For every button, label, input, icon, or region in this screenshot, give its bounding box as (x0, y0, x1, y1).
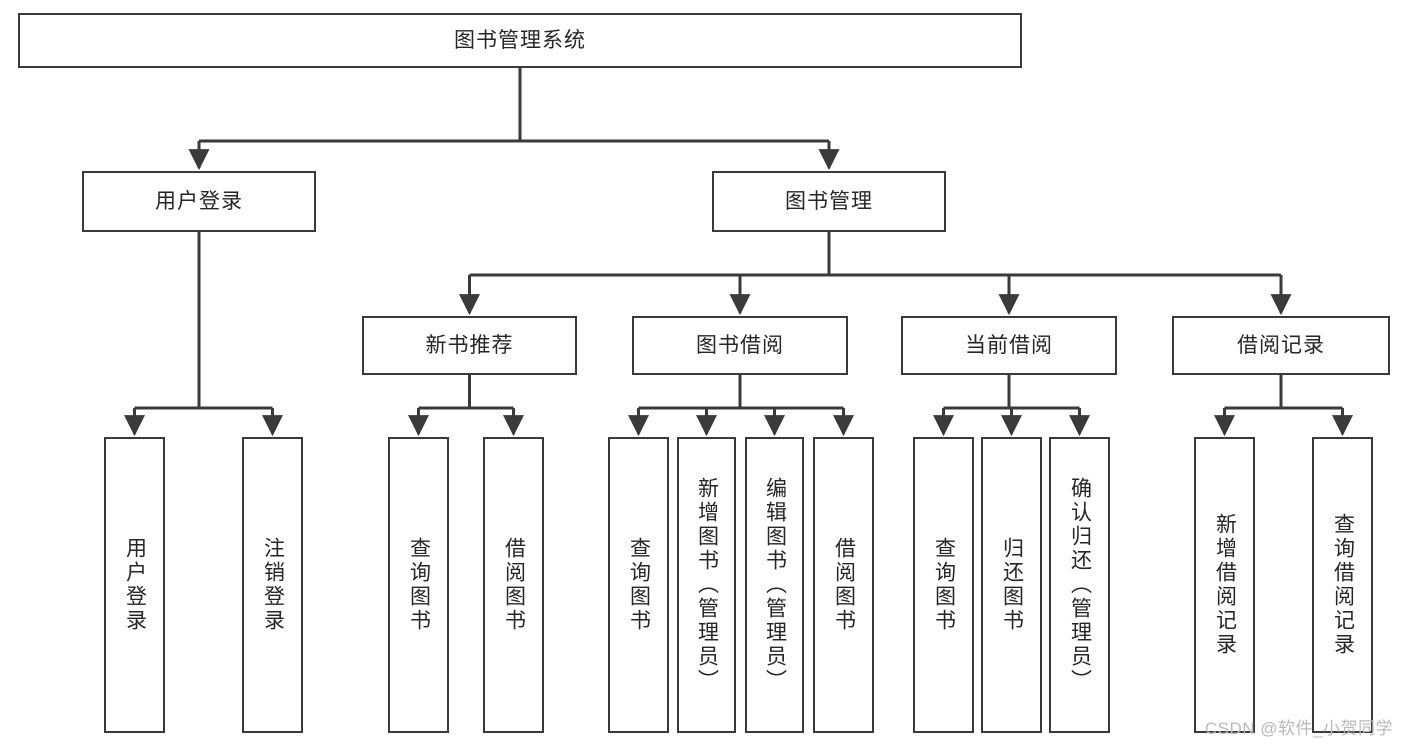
level3-node-3[interactable]: 借阅记录 (1172, 316, 1390, 375)
leaf-node-9[interactable]: 归还图书 (981, 437, 1042, 733)
node-label: 图书管理 (785, 189, 873, 213)
level2-node-0[interactable]: 用户登录 (82, 171, 316, 232)
node-label: 图书借阅 (696, 333, 784, 357)
leaf-node-0[interactable]: 用户登录 (104, 437, 165, 733)
leaf-node-2[interactable]: 查询图书 (388, 437, 449, 733)
leaf-node-12[interactable]: 查询借阅记录 (1312, 437, 1373, 733)
node-label: 新书推荐 (425, 333, 514, 357)
node-label: 图书管理系统 (454, 28, 586, 52)
node-label: 借阅图书 (502, 537, 526, 633)
node-label: 注销登录 (261, 537, 285, 633)
node-label: 归还图书 (1000, 537, 1024, 633)
leaf-node-8[interactable]: 查询图书 (913, 437, 974, 733)
level3-node-1[interactable]: 图书借阅 (632, 316, 848, 375)
node-label: 用户登录 (123, 537, 147, 633)
level3-node-0[interactable]: 新书推荐 (362, 316, 577, 375)
leaf-node-3[interactable]: 借阅图书 (483, 437, 544, 733)
leaf-node-6[interactable]: 编辑图书（管理员） (745, 437, 804, 733)
leaf-node-11[interactable]: 新增借阅记录 (1194, 437, 1255, 733)
level3-node-2[interactable]: 当前借阅 (901, 316, 1117, 375)
node-label: 新增图书（管理员） (695, 477, 719, 693)
node-label: 查询图书 (407, 537, 431, 633)
node-label: 查询图书 (627, 537, 651, 633)
node-label: 当前借阅 (965, 333, 1053, 357)
leaf-node-7[interactable]: 借阅图书 (813, 437, 874, 733)
level2-node-1[interactable]: 图书管理 (712, 171, 946, 232)
node-label: 确认归还（管理员） (1068, 477, 1092, 693)
node-label: 新增借阅记录 (1213, 513, 1237, 657)
leaf-node-1[interactable]: 注销登录 (242, 437, 303, 733)
leaf-node-4[interactable]: 查询图书 (608, 437, 669, 733)
root-node-0[interactable]: 图书管理系统 (18, 13, 1022, 68)
node-label: 查询图书 (932, 537, 956, 633)
node-label: 借阅图书 (832, 537, 856, 633)
node-label: 编辑图书（管理员） (763, 477, 787, 693)
leaf-node-5[interactable]: 新增图书（管理员） (677, 437, 736, 733)
leaf-node-10[interactable]: 确认归还（管理员） (1049, 437, 1110, 733)
node-label: 用户登录 (155, 189, 243, 213)
node-label: 查询借阅记录 (1331, 513, 1355, 657)
node-label: 借阅记录 (1237, 333, 1325, 357)
